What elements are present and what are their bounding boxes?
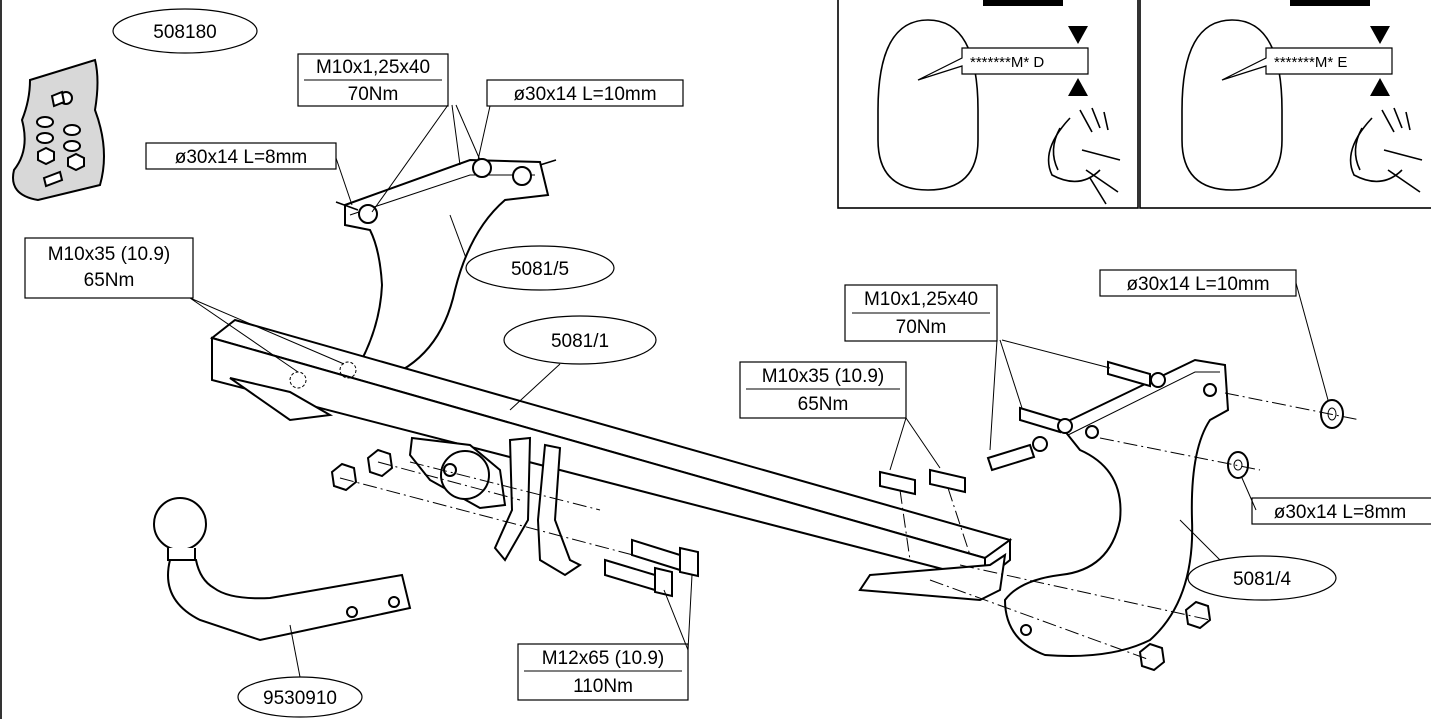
part-number-oval xyxy=(112,8,258,54)
marking-text-d: *******M* D xyxy=(970,54,1044,71)
part-number-bracket-right: 5081/4 xyxy=(1233,569,1292,590)
label-bolt-top-left-spec: M10x1,25x40 xyxy=(316,57,430,78)
inspection-panel-d: *******M* D xyxy=(837,0,1139,209)
eye-icon xyxy=(1047,107,1121,205)
marking-callout xyxy=(917,47,1089,81)
eye-icon xyxy=(1349,107,1423,193)
part-number-towball: 9530910 xyxy=(263,688,337,709)
label-box xyxy=(145,142,337,170)
label-washer-top-8: ø30x14 L=8mm xyxy=(175,147,308,168)
marking-callout xyxy=(1221,47,1393,81)
label-bolt-m12-torque: 110Nm xyxy=(573,676,633,697)
m12-bolts xyxy=(604,538,699,598)
part-number-crossbar: 5081/1 xyxy=(551,331,609,352)
part-number-bracket-left: 5081/5 xyxy=(511,259,569,280)
label-washer-right-10: ø30x14 L=10mm xyxy=(1126,274,1269,295)
label-bolt-right-top-spec: M10x1,25x40 xyxy=(864,289,978,310)
label-bolt-right-top-torque: 70Nm xyxy=(896,317,947,338)
marking-plate-outline xyxy=(1181,19,1283,191)
fastener-kit-bag xyxy=(12,58,105,202)
label-washer-top-10: ø30x14 L=10mm xyxy=(513,84,656,105)
inspection-panel-e: *******M* E xyxy=(1139,0,1431,209)
label-bolt-crossbar-right-torque: 65Nm xyxy=(798,394,849,415)
label-bolt-top-left-torque: 70Nm xyxy=(348,84,399,105)
crossbar xyxy=(209,318,1013,602)
towball xyxy=(153,497,412,642)
part-number-oval xyxy=(503,315,657,365)
label-bolt-crossbar-right-spec: M10x35 (10.9) xyxy=(762,366,885,387)
label-bolt-crossbar-left-spec: M10x35 (10.9) xyxy=(48,244,171,265)
bolts-right xyxy=(879,360,1344,672)
label-box xyxy=(739,361,907,419)
bracket-right xyxy=(1003,358,1230,657)
label-box xyxy=(1251,497,1431,525)
part-number-kit: 508180 xyxy=(153,22,216,43)
label-box xyxy=(486,79,684,107)
nuts-lower-left xyxy=(330,448,394,492)
label-bolt-m12-spec: M12x65 (10.9) xyxy=(542,648,665,669)
label-box xyxy=(24,237,194,299)
label-washer-right-8: ø30x14 L=8mm xyxy=(1274,502,1407,523)
marking-plate-outline xyxy=(877,19,979,191)
label-box xyxy=(1099,269,1297,297)
part-number-oval xyxy=(465,245,615,291)
label-box xyxy=(517,643,689,701)
part-number-oval xyxy=(1187,555,1337,601)
socket-plate xyxy=(408,436,582,577)
label-bolt-crossbar-left-torque: 65Nm xyxy=(84,270,135,291)
marking-text-e: *******M* E xyxy=(1274,54,1347,71)
